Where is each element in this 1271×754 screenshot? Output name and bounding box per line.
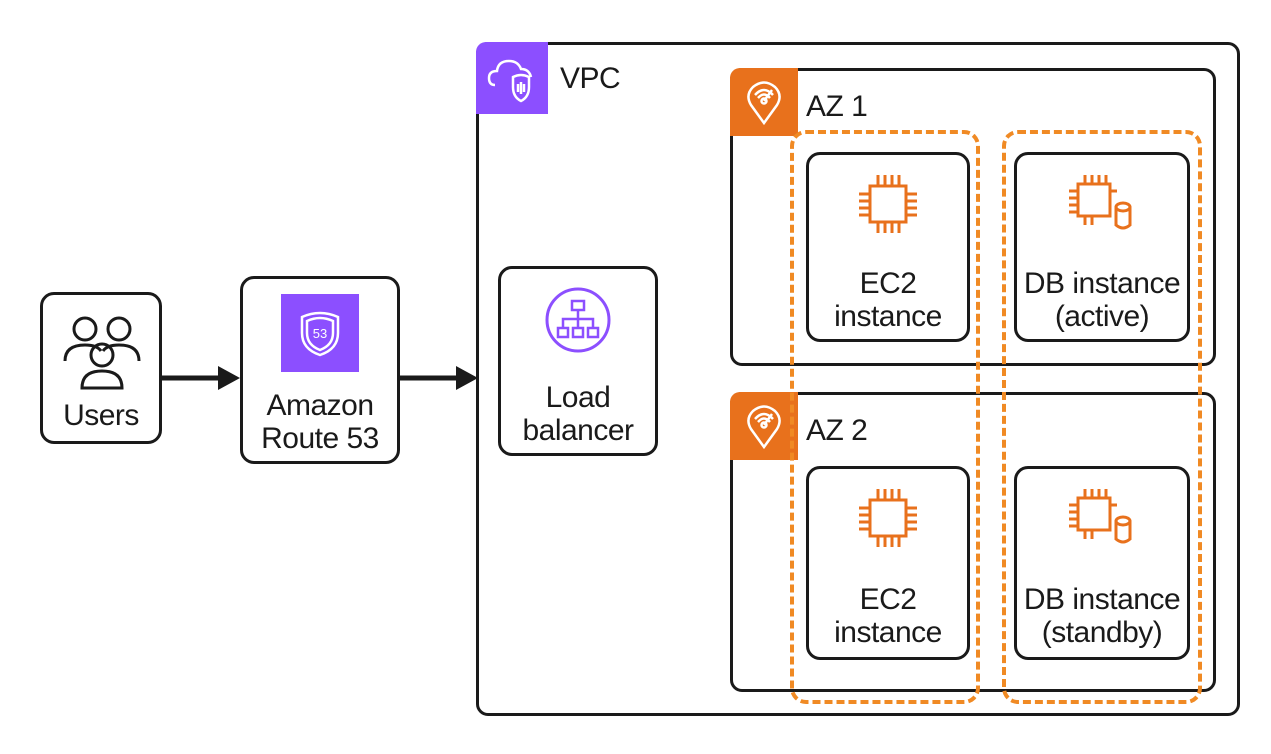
route53-label-line2: Route 53: [261, 422, 379, 455]
az2-chip-database-icon: [1069, 489, 1132, 544]
users-icon: [63, 316, 141, 390]
load-balancer-icon: [545, 287, 611, 353]
load-balancer-label-line1: Load: [545, 381, 611, 414]
users-label: Users: [63, 399, 139, 432]
vpc-label: VPC: [560, 62, 621, 95]
load-balancer-node: Load balancer: [498, 266, 658, 456]
route53-node: 53 Amazon Route 53: [240, 276, 400, 464]
az2-db-line1: DB instance: [1023, 583, 1181, 616]
az1-pin-icon: [747, 81, 781, 126]
vpc-badge: [476, 42, 548, 114]
az1-badge: [730, 68, 798, 136]
arrowhead-vpc: [456, 366, 478, 390]
az2-ec2-line1: EC2: [859, 583, 917, 616]
az2-db-line2: (standby): [1041, 616, 1163, 649]
az1-db-line2: (active): [1054, 300, 1150, 333]
az2-db-instance: DB instance (standby): [1014, 466, 1190, 660]
route53-label-line1: Amazon: [266, 389, 374, 422]
route53-badge-text: 53: [313, 326, 327, 341]
az2-chip-icon: [859, 489, 917, 547]
arrowhead-route53: [218, 366, 240, 390]
load-balancer-label-line2: balancer: [522, 414, 634, 447]
az1-ec2-instance: EC2 instance: [806, 152, 970, 342]
az2-ec2-line2: instance: [834, 616, 942, 649]
az1-chip-icon: [859, 175, 917, 233]
az1-ec2-line2: instance: [834, 300, 942, 333]
az1-ec2-line1: EC2: [859, 267, 917, 300]
route53-shield-icon: 53: [300, 311, 340, 357]
az1-label: AZ 1: [806, 90, 868, 123]
az1-db-line1: DB instance: [1023, 267, 1181, 300]
vpc-cloud-shield-icon: [487, 59, 533, 103]
az2-pin-icon: [747, 405, 781, 450]
az1-chip-database-icon: [1069, 175, 1132, 230]
az2-ec2-instance: EC2 instance: [806, 466, 970, 660]
users-node: Users: [40, 292, 162, 444]
az1-db-instance: DB instance (active): [1014, 152, 1190, 342]
az2-badge: [730, 392, 798, 460]
subnet-group-db: [1002, 130, 1202, 704]
az2-label: AZ 2: [806, 414, 868, 447]
route53-badge: 53: [281, 294, 359, 372]
subnet-group-ec2: [790, 130, 980, 704]
